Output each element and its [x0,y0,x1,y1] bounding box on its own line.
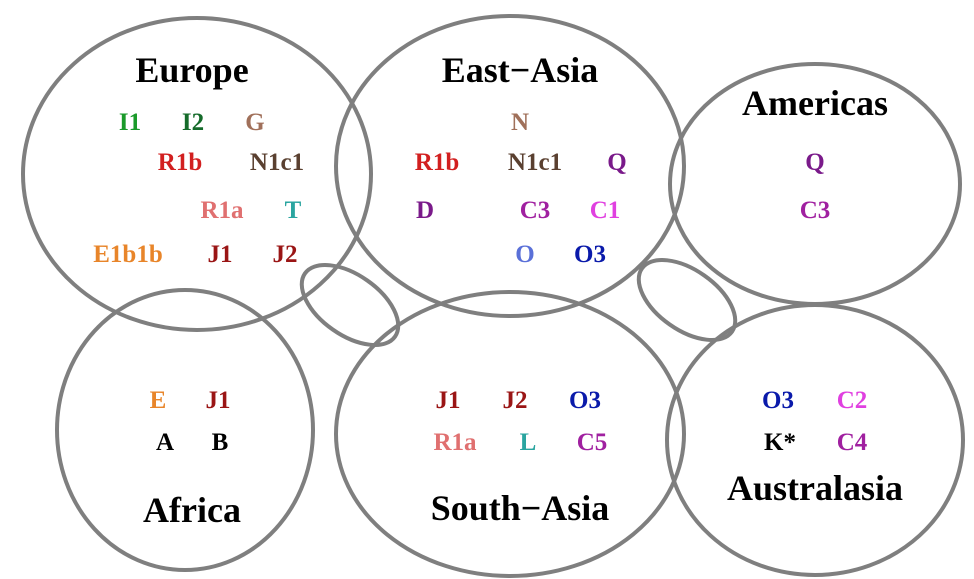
africa-haplogroup-a: A [156,429,174,456]
australasia-haplogroup-o3: O3 [762,387,794,414]
south-asia-haplogroup-c5: C5 [577,429,608,456]
east-asia-haplogroup-c3: C3 [520,197,551,224]
europe-title: Europe [135,50,248,90]
east-asia-haplogroup-n: N [511,109,529,136]
europe-haplogroup-n1c1: N1c1 [250,149,304,176]
east-asia-haplogroup-c1: C1 [590,197,621,224]
europe-haplogroup-g: G [245,109,264,136]
europe-south-asia-link [299,263,401,347]
south-asia-circle [334,290,686,578]
europe-haplogroup-j2: J2 [273,241,298,268]
europe-haplogroup-e1b1b: E1b1b [93,241,162,268]
americas-haplogroup-q: Q [805,149,824,176]
east-asia-title: East−Asia [442,50,599,90]
australasia-title: Australasia [727,468,903,508]
australasia-haplogroup-kstar: K* [764,429,796,456]
east-asia-haplogroup-o: O [515,241,534,268]
europe-haplogroup-i1: I1 [119,109,141,136]
south-asia-haplogroup-l: L [520,429,537,456]
europe-haplogroup-i2: I2 [182,109,204,136]
east-asia-haplogroup-n1c1: N1c1 [508,149,562,176]
australasia-haplogroup-c2: C2 [837,387,868,414]
africa-title: Africa [143,490,241,530]
east-asia-haplogroup-d: D [416,197,434,224]
africa-circle [55,288,315,572]
africa-haplogroup-e: E [150,387,167,414]
south-asia-haplogroup-j1: J1 [436,387,461,414]
europe-haplogroup-j1: J1 [208,241,233,268]
australasia-circle [665,303,965,577]
europe-haplogroup-r1a: R1a [200,197,244,224]
europe-haplogroup-r1b: R1b [158,149,202,176]
east-asia-haplogroup-q: Q [607,149,626,176]
east-asia-australasia-link [636,258,738,342]
europe-haplogroup-t: T [285,197,302,224]
south-asia-haplogroup-r1a: R1a [433,429,477,456]
americas-title: Americas [742,83,888,123]
americas-haplogroup-c3: C3 [800,197,831,224]
south-asia-haplogroup-o3: O3 [569,387,601,414]
europe-circle [21,16,373,332]
east-asia-circle [334,14,686,318]
africa-haplogroup-b: B [212,429,229,456]
east-asia-haplogroup-r1b: R1b [415,149,459,176]
africa-haplogroup-j1: J1 [206,387,231,414]
east-asia-haplogroup-o3: O3 [574,241,606,268]
south-asia-title: South−Asia [431,488,610,528]
south-asia-haplogroup-j2: J2 [503,387,528,414]
australasia-haplogroup-c4: C4 [837,429,868,456]
